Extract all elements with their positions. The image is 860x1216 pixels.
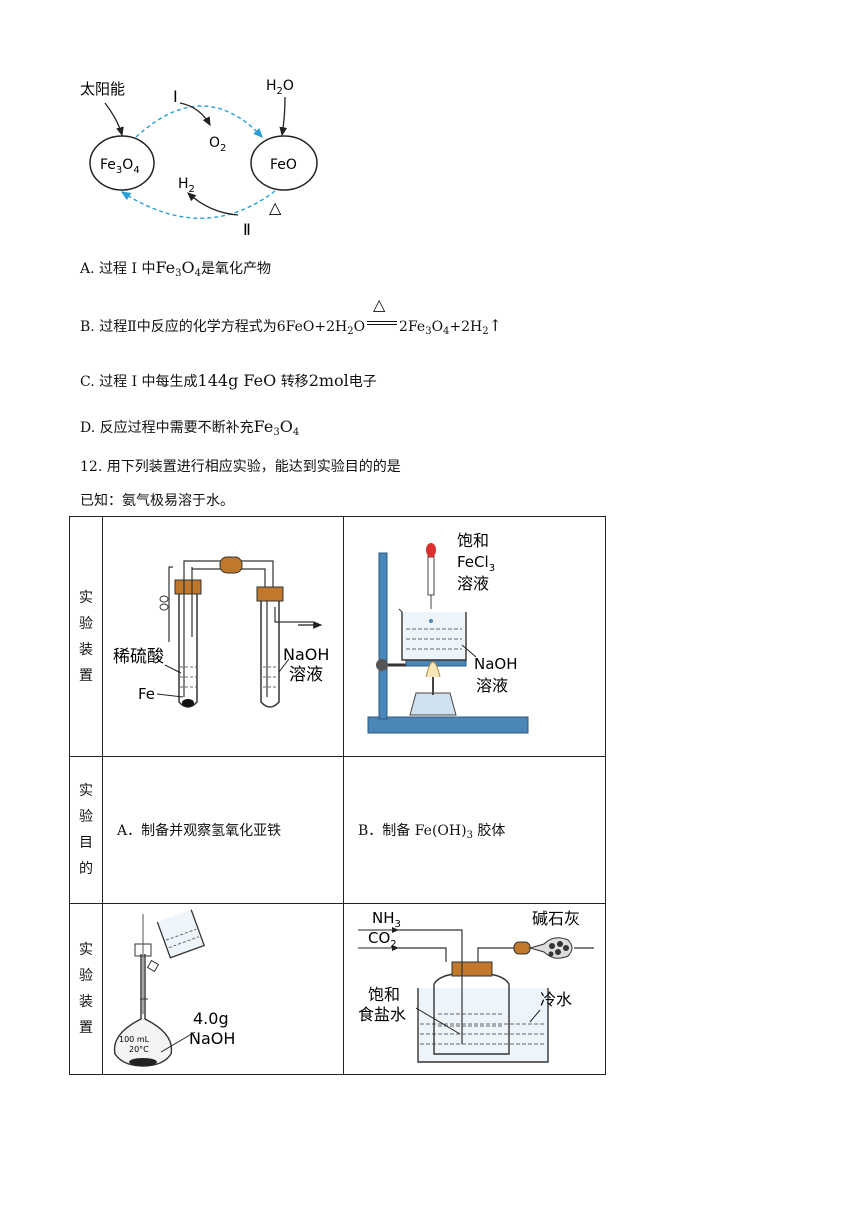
apparatus-a-cell: 稀硫酸 Fe NaOH 溶液	[102, 516, 344, 757]
feo-label: FeO	[270, 157, 297, 173]
h2o-label: H2O	[266, 78, 294, 97]
co2-label: CO2	[368, 929, 397, 950]
apparatus-a-image: 稀硫酸 Fe NaOH 溶液	[113, 556, 329, 708]
soda-lime-label: 碱石灰	[532, 909, 580, 928]
heat-condition-sign: △	[365, 295, 399, 333]
solar-arrow	[104, 102, 124, 137]
fe-cycle-diagram: 太阳能 I O2 H2O Fe3O4 FeO H2 △ Ⅱ	[80, 78, 318, 239]
fe3o4-label: Fe3O4	[100, 157, 140, 176]
option-a[interactable]: A. 过程 I 中Fe3O4是氧化产物	[80, 258, 272, 279]
o2-arrow	[179, 102, 211, 127]
process-1-arrow	[135, 105, 263, 139]
apparatus-c-cell: 4.0g NaOH 100 mL 20°C	[102, 903, 344, 1075]
cold-water-label: 冷水	[540, 990, 572, 1009]
fecl3-label: FeCl3	[457, 553, 495, 574]
o2-label: O2	[209, 135, 226, 154]
mass-label: 4.0g	[193, 1009, 229, 1028]
apparatus-d-image: NH3 CO2 碱石灰 饱和 食盐水 冷水	[358, 909, 594, 1063]
saturated-label-b: 饱和	[457, 531, 489, 550]
brine-label: 食盐水	[358, 1005, 406, 1024]
apparatus-c-image: 4.0g NaOH 100 mL 20°C	[113, 909, 235, 1067]
option-c[interactable]: C. 过程 I 中每生成144g FeO 转移2mol电子	[80, 371, 377, 390]
apparatus-d-cell: NH3 CO2 碱石灰 饱和 食盐水 冷水	[343, 903, 606, 1075]
experiment-table: 实验装置	[69, 516, 606, 1075]
option-b[interactable]: B. 过程Ⅱ中反应的化学方程式为6FeO+2H2O△2Fe3O4+2H2↑	[80, 295, 503, 337]
fecl3-solution-label: 溶液	[457, 574, 489, 593]
roman-1-label: I	[173, 87, 178, 106]
dilute-acid-label: 稀硫酸	[113, 647, 164, 667]
naoh-label-c: NaOH	[189, 1029, 235, 1048]
solution-label-b: 溶液	[476, 676, 508, 695]
h2o-arrow	[279, 96, 288, 137]
saturated-label-d: 饱和	[368, 985, 400, 1004]
question-stem: 12. 用下列装置进行相应实验，能达到实验目的的是	[80, 459, 401, 475]
roman-2-label: Ⅱ	[243, 220, 251, 239]
purpose-b: B．制备 Fe(OH)3 胶体	[343, 756, 606, 904]
option-d[interactable]: D. 反应过程中需要不断补充Fe3O4	[80, 417, 300, 438]
h2-arrow	[187, 192, 239, 216]
fe-label: Fe	[138, 685, 155, 703]
heat-label: △	[269, 198, 282, 217]
naoh-label-b: NaOH	[474, 655, 518, 673]
purpose-a: A．制备并观察氢氧化亚铁	[102, 756, 344, 904]
row-label-purpose: 实验目的	[69, 756, 103, 904]
apparatus-b-image: 饱和 FeCl3 溶液 NaOH 溶液	[367, 531, 529, 734]
solar-label: 太阳能	[80, 80, 125, 98]
temperature-label: 20°C	[129, 1045, 149, 1054]
apparatus-b-cell: 饱和 FeCl3 溶液 NaOH 溶液	[343, 516, 606, 757]
row-label-device-1: 实验装置	[69, 516, 103, 757]
process-2-arrow	[120, 190, 276, 219]
volume-label: 100 mL	[119, 1035, 150, 1044]
naoh-label-a: NaOH	[283, 645, 329, 664]
h2-label: H2	[178, 176, 195, 195]
nh3-label: NH3	[372, 909, 401, 930]
row-label-device-2: 实验装置	[69, 903, 103, 1075]
question-note: 已知：氨气极易溶于水。	[80, 493, 234, 509]
solution-label-a: 溶液	[289, 665, 323, 685]
